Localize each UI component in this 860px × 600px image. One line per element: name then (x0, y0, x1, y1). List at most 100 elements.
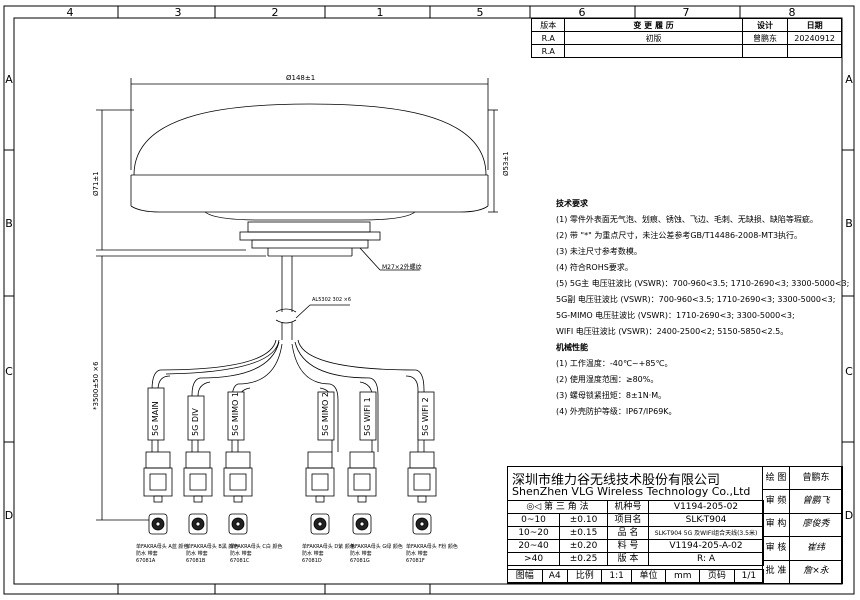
rev-date (787, 44, 842, 58)
mech-item: (3) 螺母锁紧扭矩：8±1N·M。 (556, 391, 667, 400)
cable-label: 5G MAIN (151, 401, 160, 436)
rev-version: R.A (530, 44, 566, 58)
field-label: 项目名 (607, 513, 649, 527)
cable-label: 5G WIFI 2 (421, 397, 430, 436)
dim-thread: M27×2外螺纹 (382, 264, 422, 271)
signoff-name: 崔纬 (789, 536, 843, 561)
zone-label-left: A (5, 73, 13, 86)
note-item: (2) 带 "*" 为重点尺寸，未注公差参考GB/T14486-2008-MT3… (556, 231, 803, 240)
field-value: SLK-T904 (648, 513, 764, 527)
zone-label: 8 (788, 6, 796, 19)
field-value: R: A (648, 552, 764, 566)
signoff-name: 詹×永 (789, 559, 843, 585)
mech-item: (1) 工作温度：-40℃~+85℃。 (556, 359, 673, 368)
cable-label: 5G MIMO 2 (321, 392, 330, 436)
zone-label: 5 (476, 6, 484, 19)
zone-label-right: D (844, 509, 854, 522)
signoff-name: 曾鹏飞 (789, 489, 843, 514)
scale-value: 1:1 (601, 569, 632, 583)
projection: ◎◁ 第 三 角 法 (507, 500, 608, 514)
zone-label-left: D (4, 509, 14, 522)
size-value: A4 (541, 569, 568, 583)
signoff-role: 审 构 (762, 512, 790, 538)
tol-range: >40 (506, 552, 561, 566)
technical-notes: 技术要求 (1) 零件外表面无气泡、划痕、锈蚀、飞边、毛刺、无缺损、缺陷等瑕疵。… (556, 196, 850, 420)
tol-range: 20~40 (506, 539, 561, 553)
projection-icon: ◎◁ (526, 501, 545, 512)
field-value: V1194-205-A-02 (648, 539, 764, 553)
signoff-name: 曾鹏东 (789, 465, 843, 491)
unit-label: 单位 (630, 569, 667, 583)
mech-item: (4) 外壳防护等级：IP67/IP69K。 (556, 407, 677, 416)
dim-height-right: Ø53±1 (502, 151, 510, 176)
cable-label: 5G WIFI 1 (363, 397, 372, 436)
page-value: 1/1 (733, 569, 765, 583)
spec-table: ◎◁ 第 三 角 法 机种号 V1194-205-02 0~10 ±0.10 项… (506, 500, 764, 566)
field-label: 版 本 (607, 552, 649, 566)
note-item: (4) 符合ROHS要求。 (556, 263, 633, 272)
note-item: (3) 未注尺寸参考数模。 (556, 247, 642, 256)
field-label: 料 号 (607, 539, 649, 553)
zone-label: 6 (578, 6, 586, 19)
zone-label-right: B (845, 217, 853, 230)
sheet-info: 图幅 A4 比例 1:1 单位 mm 页码 1/1 (507, 569, 765, 583)
signoff-role: 批 准 (762, 559, 790, 585)
mech-item: (2) 使用湿度范围：≥80%。 (556, 375, 659, 384)
tol-value: ±0.20 (559, 539, 608, 553)
zone-label-left: C (5, 365, 13, 378)
unit-value: mm (665, 569, 701, 583)
signoff-role: 绘 图 (762, 465, 790, 491)
note-item: 5G副 电压驻波比 (VSWR)：700-960<3.5; 1710-2690<… (556, 295, 836, 304)
cable-label: 5G DIV (191, 408, 200, 436)
company-name-cn: 深圳市维力谷无线技术股份有限公司 (512, 473, 721, 488)
dim-cable-length: *3500±50 ×6 (92, 361, 100, 410)
title-block: 深圳市维力谷无线技术股份有限公司 ShenZhen VLG Wireless T… (506, 465, 843, 585)
signoff-table: 绘 图曾鹏东 审 频曾鹏飞 审 构廖俊秀 审 核崔纬 批 准詹×永 (762, 465, 843, 585)
field-value: V1194-205-02 (648, 500, 764, 514)
field-label: 品 名 (607, 526, 649, 540)
signoff-role: 审 频 (762, 489, 790, 514)
zone-label-right: C (845, 365, 853, 378)
company-box: 深圳市维力谷无线技术股份有限公司 ShenZhen VLG Wireless T… (508, 467, 763, 501)
dim-width: Ø148±1 (286, 74, 316, 82)
notes-title: 技术要求 (556, 199, 588, 208)
note-item: (5) 5G主 电压驻波比 (VSWR)：700-960<3.5; 1710-2… (556, 279, 850, 288)
note-item: (1) 零件外表面无气泡、划痕、锈蚀、飞边、毛刺、无缺损、缺陷等瑕疵。 (556, 215, 818, 224)
signoff-role: 审 核 (762, 536, 790, 561)
note-item: 5G-MIMO 电压驻波比 (VSWR)：1710-2690<3; 3300-5… (556, 311, 795, 320)
zone-label-right: A (845, 73, 853, 86)
field-value: SLK-T904 5G 及WIFI组合天线(3.5米) (648, 526, 764, 540)
zone-label: 4 (66, 6, 74, 19)
signoff-name: 廖俊秀 (789, 512, 843, 538)
zone-label: 3 (174, 6, 182, 19)
zone-label: 7 (682, 6, 690, 19)
rev-change (564, 44, 743, 58)
cable-label: 5G MIMO 1 (231, 392, 240, 436)
zone-label: 2 (271, 6, 279, 19)
note-item: WIFI 电压驻波比 (VSWR)：2400-2500<2; 5150-5850… (556, 327, 789, 336)
tol-range: 0~10 (506, 513, 561, 527)
scale-label: 比例 (566, 569, 603, 583)
zone-label-left: B (5, 217, 13, 230)
tol-range: 10~20 (506, 526, 561, 540)
revision-table: 版本 变 更 履 历 设计 日期 R.A 初版 曾鹏东 20240912 R.A (530, 18, 842, 58)
tol-value: ±0.25 (559, 552, 608, 566)
page-label: 页码 (699, 569, 735, 583)
field-label: 机种号 (607, 500, 649, 514)
dim-height-left: Ø71±1 (92, 171, 100, 196)
size-label: 图幅 (507, 569, 543, 583)
company-name-en: ShenZhen VLG Wireless Technology Co.,Ltd (512, 485, 751, 498)
tol-value: ±0.10 (559, 513, 608, 527)
tol-value: ±0.15 (559, 526, 608, 540)
mech-title: 机械性能 (556, 343, 588, 352)
dim-cable-type: AL5302 302 ×6 (312, 297, 352, 303)
